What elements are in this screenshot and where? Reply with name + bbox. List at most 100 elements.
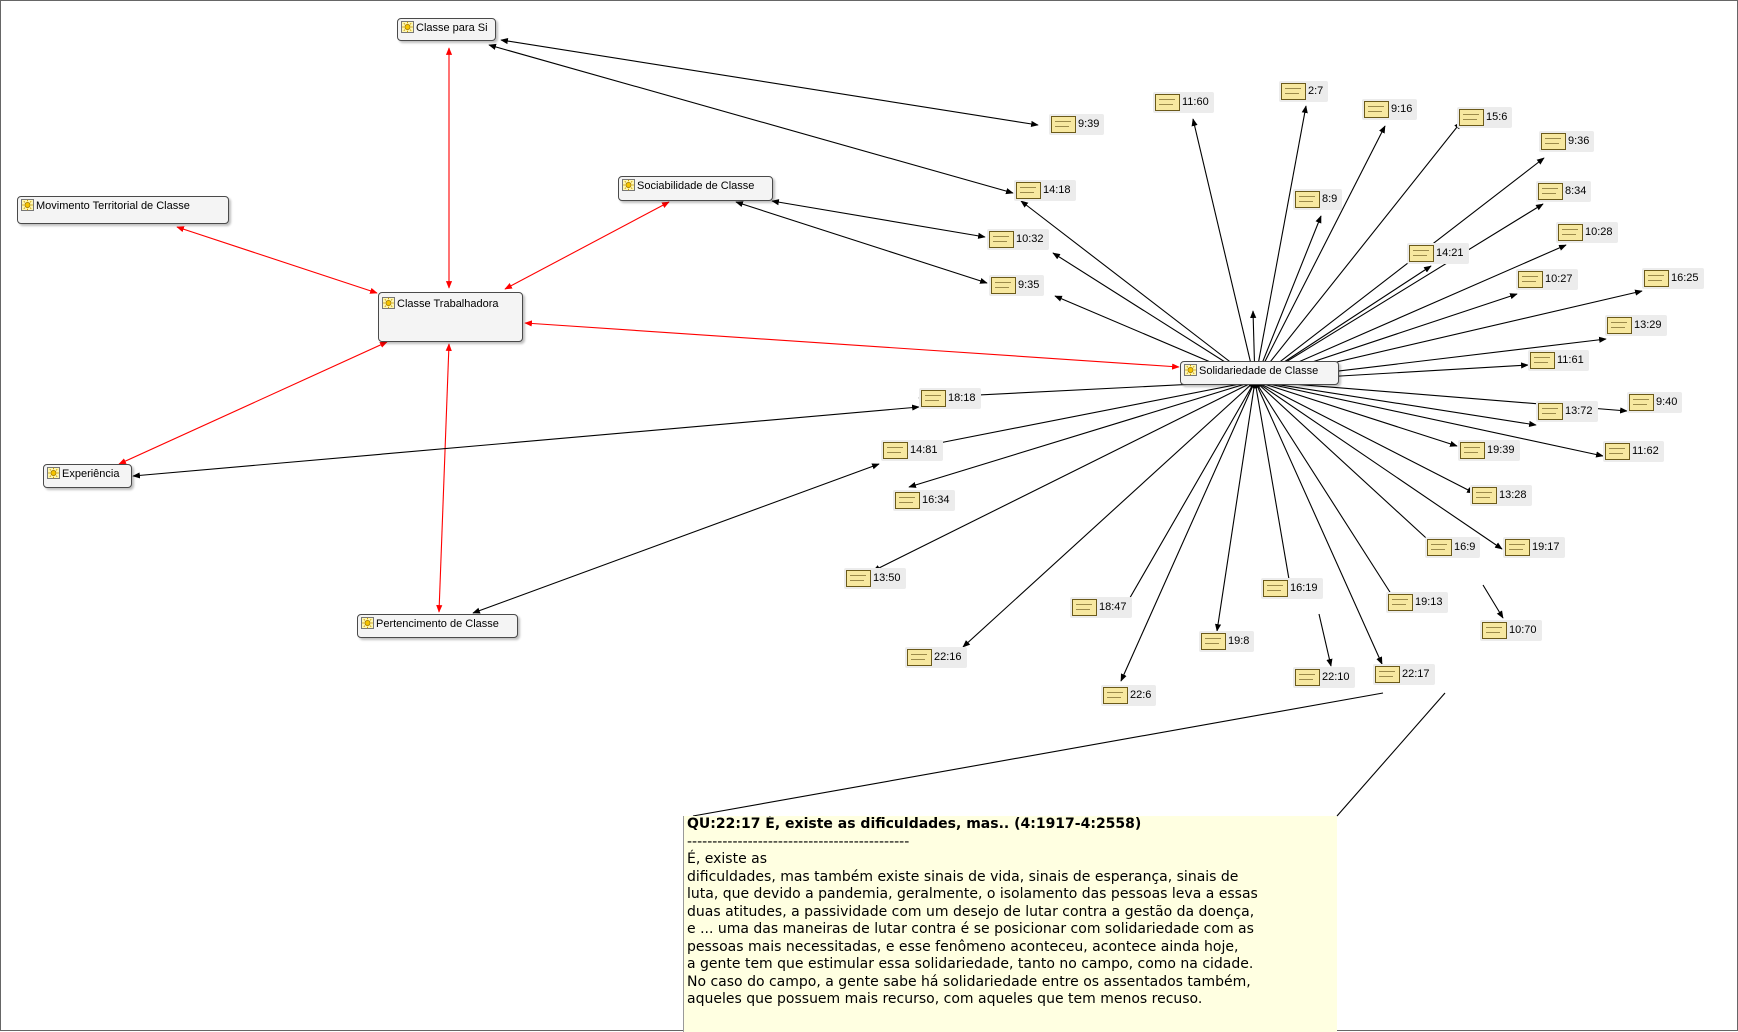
quotation-node[interactable]: 9:16 [1362, 99, 1418, 120]
quotation-document-icon [1459, 109, 1484, 126]
quotation-node[interactable]: 9:39 [1049, 114, 1105, 135]
quotation-link-edge [132, 404, 920, 479]
quotation-label: 13:50 [873, 572, 901, 584]
quotation-document-icon [1482, 622, 1507, 639]
code-sun-icon [21, 199, 34, 211]
quotation-link-edge [872, 380, 1256, 572]
quotation-node[interactable]: 10:27 [1516, 269, 1578, 290]
quotation-document-icon [1538, 403, 1563, 420]
relation-edge [504, 201, 670, 290]
quotation-node[interactable]: 16:9 [1425, 537, 1481, 558]
quotation-node[interactable]: 22:16 [905, 647, 967, 668]
quotation-node[interactable]: 8:9 [1293, 189, 1343, 210]
quotation-node[interactable]: 13:28 [1470, 485, 1532, 506]
quotation-document-icon [1505, 539, 1530, 556]
quotation-node[interactable]: 9:36 [1539, 131, 1595, 152]
quotation-label: 18:18 [948, 392, 976, 404]
quotation-label: 15:6 [1486, 111, 1508, 123]
code-node-pertencimento[interactable]: Pertencimento de Classe [357, 614, 518, 638]
quotation-node[interactable]: 13:29 [1605, 315, 1667, 336]
quotation-node[interactable]: 14:81 [881, 440, 943, 461]
code-node-classe-trabalhadora[interactable]: Classe Trabalhadora [378, 292, 523, 342]
code-label: Experiência [62, 468, 120, 480]
quotation-node[interactable]: 8:34 [1536, 181, 1592, 202]
quotation-document-icon [1364, 101, 1389, 118]
quotation-link-edge [500, 38, 1039, 127]
quotation-node[interactable]: 18:18 [919, 388, 981, 409]
quotation-node[interactable]: 18:47 [1070, 597, 1132, 618]
quotation-node[interactable]: 10:70 [1480, 620, 1542, 641]
quotation-label: 9:36 [1568, 135, 1590, 147]
quotation-document-icon [895, 492, 920, 509]
code-label: Pertencimento de Classe [376, 618, 499, 630]
tooltip-separator: ----------------------------------------… [687, 833, 910, 850]
quotation-node[interactable]: 2:7 [1279, 81, 1329, 102]
quotation-label: 10:70 [1509, 624, 1537, 636]
quotation-node[interactable]: 9:40 [1627, 392, 1683, 413]
quotation-document-icon [1530, 352, 1555, 369]
quotation-document-icon [1460, 442, 1485, 459]
quotation-label: 22:16 [934, 651, 962, 663]
quotation-label: 9:39 [1078, 118, 1100, 130]
quotation-node[interactable]: 22:17 [1373, 664, 1435, 685]
quotation-label: 14:81 [910, 444, 938, 456]
relation-edge [436, 343, 452, 613]
quotation-node[interactable]: 15:6 [1457, 107, 1513, 128]
quotation-document-icon [1644, 270, 1669, 287]
code-node-experiencia[interactable]: Experiência [43, 464, 132, 488]
quotation-node[interactable]: 11:60 [1153, 92, 1214, 113]
quotation-document-icon [1263, 580, 1288, 597]
quotation-node[interactable]: 9:35 [989, 275, 1045, 296]
quotation-link-edge [1191, 118, 1257, 382]
quotation-label: 16:25 [1671, 272, 1699, 284]
quotation-node[interactable]: 14:21 [1407, 243, 1469, 264]
quotation-node[interactable]: 16:34 [893, 490, 955, 511]
quotation-node[interactable]: 19:17 [1503, 537, 1565, 558]
quotation-link-edge [1318, 613, 1333, 667]
quotation-link-edge [1254, 203, 1544, 382]
quotation-document-icon [1103, 687, 1128, 704]
quotation-node[interactable]: 14:18 [1014, 180, 1076, 201]
quotation-label: 19:8 [1228, 635, 1250, 647]
quotation-document-icon [921, 390, 946, 407]
quotation-node[interactable]: 22:6 [1101, 685, 1157, 706]
quotation-node[interactable]: 11:61 [1528, 350, 1589, 371]
quotation-node[interactable]: 22:10 [1293, 667, 1355, 688]
quotation-node[interactable]: 19:8 [1199, 631, 1255, 652]
relation-edge [524, 320, 1180, 370]
quotation-node[interactable]: 11:62 [1603, 441, 1664, 462]
quotation-node[interactable]: 16:19 [1261, 578, 1323, 599]
code-node-sociabilidade[interactable]: Sociabilidade de Classe [618, 176, 773, 201]
quotation-node[interactable]: 10:32 [987, 229, 1049, 250]
quotation-label: 13:28 [1499, 489, 1527, 501]
quotation-node[interactable]: 19:39 [1458, 440, 1520, 461]
quotation-node[interactable]: 13:50 [844, 568, 906, 589]
code-label: Movimento Territorial de Classe [36, 200, 190, 212]
quotation-label: 11:62 [1632, 445, 1659, 457]
quotation-label: 19:17 [1532, 541, 1560, 553]
quotation-link-edge [1254, 380, 1383, 665]
code-node-classe-para-si[interactable]: Classe para Si [397, 18, 496, 41]
quotation-link-edge [488, 43, 1014, 195]
quotation-node[interactable]: 19:13 [1386, 592, 1448, 613]
code-sun-icon [361, 617, 374, 629]
code-node-solidariedade[interactable]: Solidariedade de Classe [1180, 361, 1339, 385]
quotation-link-edge [1214, 380, 1258, 632]
quotation-label: 10:28 [1585, 226, 1613, 238]
quotation-document-icon [1016, 182, 1041, 199]
quotation-link-edge [771, 199, 986, 239]
quotation-node[interactable]: 16:25 [1642, 268, 1704, 289]
quotation-link-edge [1254, 380, 1503, 550]
quotation-label: 16:9 [1454, 541, 1476, 553]
tooltip-title: QU:22:17 É, existe as dificuldades, mas.… [687, 816, 1142, 832]
quotation-link-edge [472, 463, 880, 614]
quotation-node[interactable]: 13:72 [1536, 401, 1598, 422]
code-label: Sociabilidade de Classe [637, 180, 755, 192]
quotation-document-icon [883, 442, 908, 459]
quotation-label: 14:21 [1436, 247, 1464, 259]
quotation-document-icon [1607, 317, 1632, 334]
code-node-movimento-territorial[interactable]: Movimento Territorial de Classe [17, 196, 229, 224]
quotation-link-edge [735, 201, 988, 284]
quotation-node[interactable]: 10:28 [1556, 222, 1618, 243]
